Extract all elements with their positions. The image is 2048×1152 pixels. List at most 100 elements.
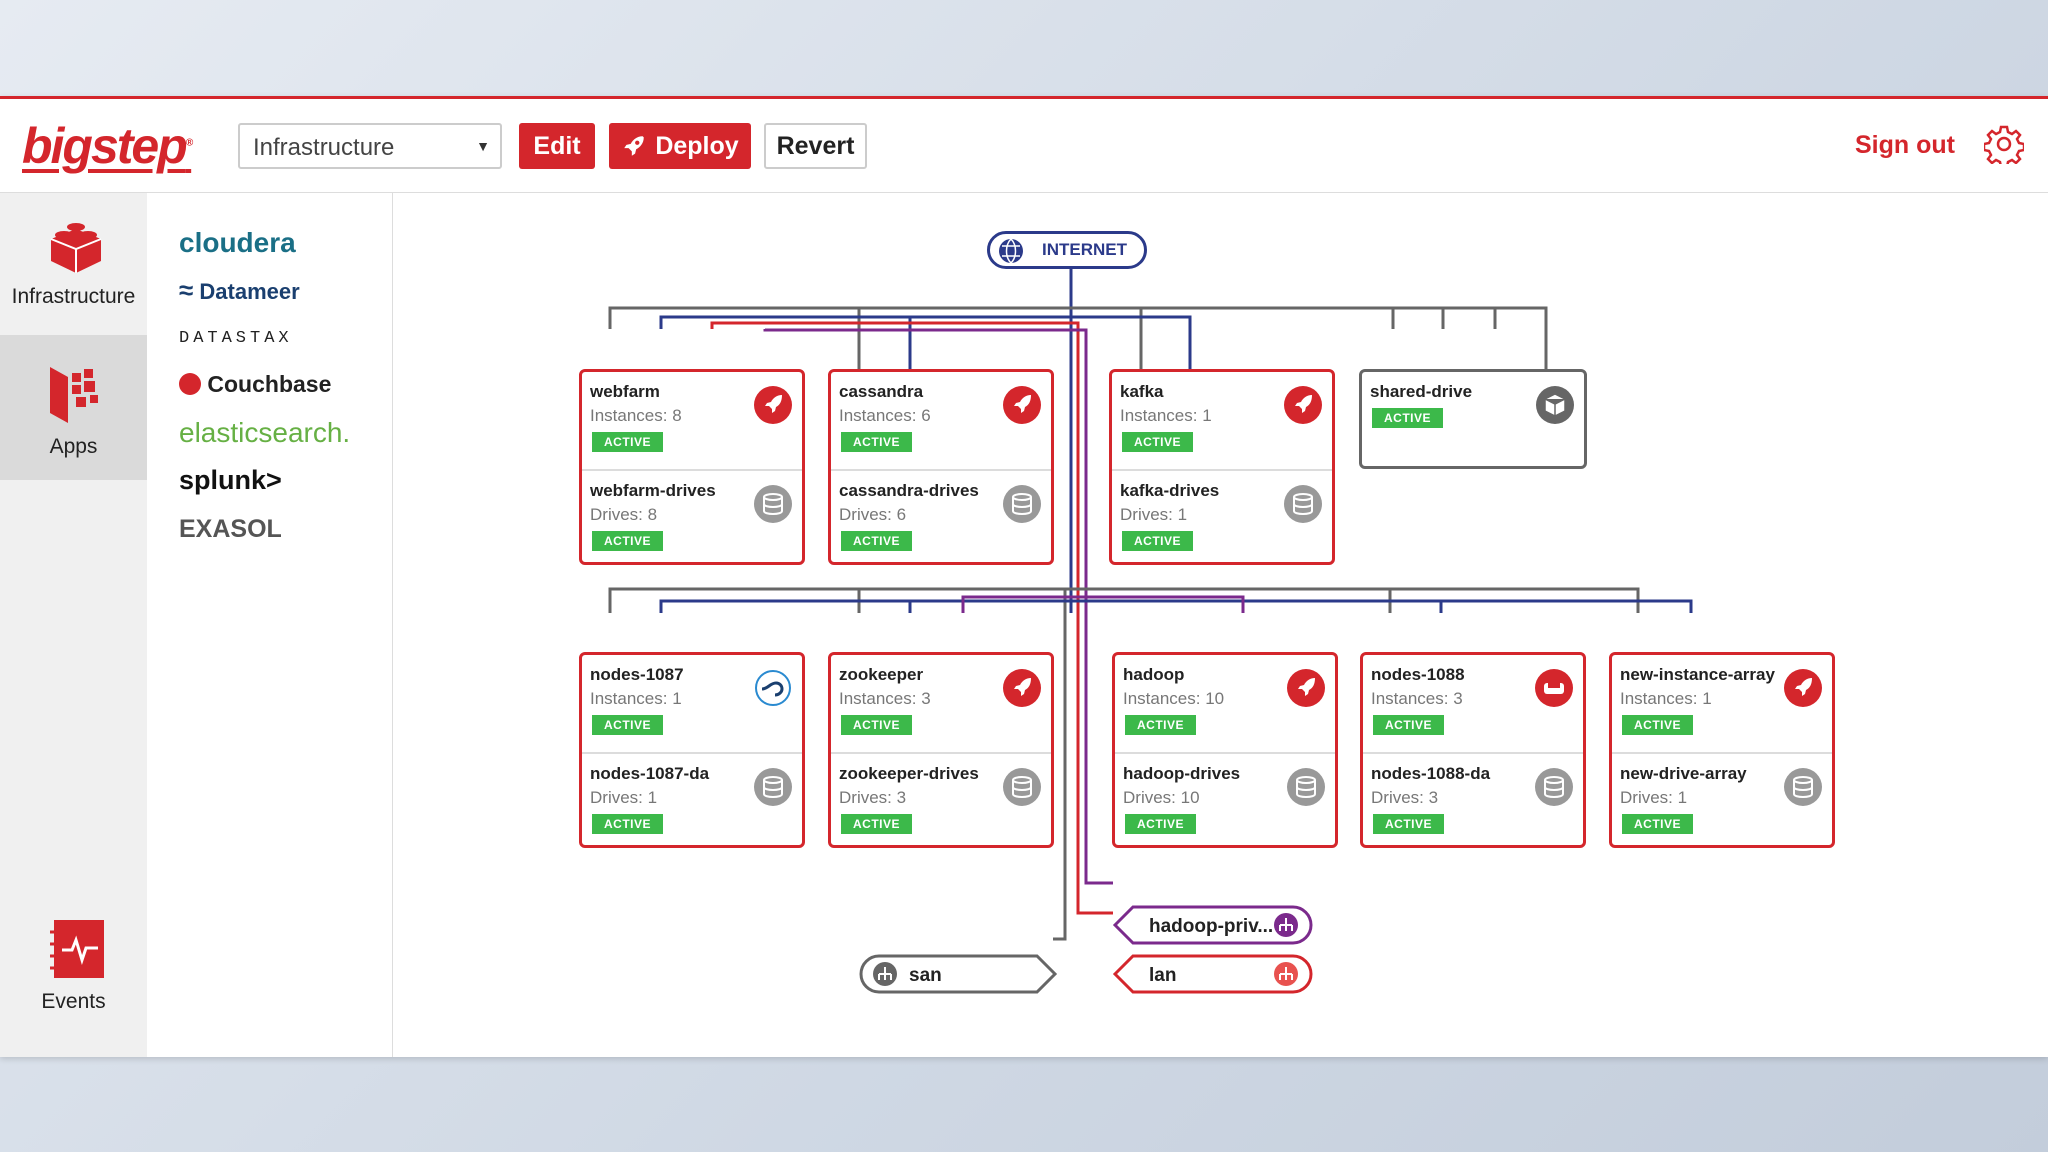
- couchbase-icon: [1535, 669, 1573, 707]
- app-exasol[interactable]: EXASOL: [179, 515, 282, 543]
- lego-brick-icon: [50, 223, 102, 273]
- drive-name: nodes-1088-da: [1371, 764, 1491, 783]
- instance-name: hadoop: [1123, 665, 1185, 684]
- instance-count: Instances: 10: [1123, 689, 1225, 708]
- drive-count: Drives: 8: [590, 505, 658, 524]
- rocket-icon: [1287, 669, 1325, 707]
- drive-count: Drives: 1: [1120, 505, 1188, 524]
- hadoop-priv-label: hadoop-priv...: [1149, 916, 1273, 937]
- app-couchbase-label: Couchbase: [207, 371, 332, 397]
- status-badge: ACTIVE: [1372, 408, 1444, 428]
- instance-count: Instances: 1: [1620, 689, 1712, 708]
- status-badge: ACTIVE: [1373, 814, 1445, 834]
- status-badge: ACTIVE: [592, 814, 664, 834]
- edit-button[interactable]: Edit: [519, 123, 595, 169]
- app-cloudera[interactable]: cloudera: [179, 227, 296, 258]
- datameer-icon: [755, 670, 791, 706]
- database-icon: [1535, 768, 1573, 806]
- instance-name: new-instance-array: [1620, 665, 1775, 684]
- rocket-icon: [1003, 386, 1041, 424]
- status-badge: ACTIVE: [592, 432, 664, 452]
- drive-name: nodes-1087-da: [590, 764, 710, 783]
- revert-button[interactable]: Revert: [764, 123, 867, 169]
- app-elasticsearch[interactable]: elasticsearch.: [179, 417, 351, 448]
- nav-events-label: Events: [41, 990, 106, 1013]
- app-datameer[interactable]: ≈ Datameer: [179, 275, 300, 305]
- drive-count: Drives: 10: [1123, 788, 1200, 807]
- database-icon: [1784, 768, 1822, 806]
- drive-name: zookeeper-drives: [839, 764, 979, 783]
- drive-count: Drives: 6: [839, 505, 907, 524]
- rocket-icon: [624, 136, 645, 156]
- rocket-icon: [1284, 386, 1322, 424]
- status-badge: ACTIVE: [1622, 814, 1694, 834]
- san-network[interactable]: san: [859, 954, 1059, 996]
- events-icon: [50, 920, 104, 978]
- view-select[interactable]: Infrastructure ▼: [238, 123, 502, 169]
- left-nav: Infrastructure Apps Events: [0, 193, 147, 1057]
- instance-name: nodes-1087: [590, 665, 684, 684]
- instance-name: kafka: [1120, 382, 1164, 401]
- nav-apps[interactable]: Apps: [0, 335, 147, 480]
- gear-icon[interactable]: [1984, 124, 2024, 164]
- instance-name: nodes-1088: [1371, 665, 1465, 684]
- status-badge: ACTIVE: [841, 531, 913, 551]
- bigstep-logo[interactable]: bigstep®: [22, 118, 193, 174]
- status-badge: ACTIVE: [1373, 715, 1445, 735]
- status-badge: ACTIVE: [1125, 715, 1197, 735]
- lan-network[interactable]: lan: [1113, 954, 1313, 996]
- nav-events[interactable]: Events: [0, 908, 147, 1053]
- database-icon: [1003, 485, 1041, 523]
- drive-name: hadoop-drives: [1123, 764, 1241, 783]
- instance-count: Instances: 3: [1371, 689, 1463, 708]
- nav-infrastructure-label: Infrastructure: [11, 285, 136, 308]
- status-badge: ACTIVE: [592, 715, 664, 735]
- drive-count: Drives: 3: [1371, 788, 1439, 807]
- view-select-value: Infrastructure: [253, 134, 395, 161]
- shared-drive-node[interactable]: shared-drive ACTIVE: [1359, 369, 1587, 469]
- rocket-icon: [754, 386, 792, 424]
- drive-name: new-drive-array: [1620, 764, 1747, 783]
- status-badge: ACTIVE: [1122, 432, 1194, 452]
- instance-count: Instances: 3: [839, 689, 931, 708]
- sign-out-link[interactable]: Sign out: [1855, 131, 1955, 159]
- status-badge: ACTIVE: [1125, 814, 1197, 834]
- instance-count: Instances: 1: [590, 689, 682, 708]
- database-icon: [1287, 768, 1325, 806]
- deploy-label: Deploy: [655, 131, 739, 160]
- nav-apps-label: Apps: [49, 435, 98, 458]
- database-icon: [1284, 485, 1322, 523]
- nav-infrastructure[interactable]: Infrastructure: [0, 193, 147, 338]
- app-splunk[interactable]: splunk>: [179, 465, 282, 495]
- status-badge: ACTIVE: [841, 715, 913, 735]
- drive-name: webfarm-drives: [590, 481, 716, 500]
- internet-node[interactable]: INTERNET: [987, 231, 1147, 269]
- drive-count: Drives: 1: [1620, 788, 1688, 807]
- shared-drive-name: shared-drive: [1370, 382, 1473, 401]
- deploy-button[interactable]: Deploy: [609, 123, 751, 169]
- hadoop-private-network[interactable]: hadoop-priv...: [1113, 905, 1313, 947]
- app-couchbase[interactable]: Couchbase: [179, 371, 331, 398]
- internet-label: INTERNET: [1042, 240, 1127, 259]
- globe-icon: [999, 238, 1023, 264]
- instance-count: Instances: 1: [1120, 406, 1212, 425]
- apps-list: cloudera ≈ Datameer DATASTAX Couchbase e…: [147, 193, 393, 1057]
- chevron-down-icon: ▼: [476, 138, 490, 154]
- instance-name: zookeeper: [839, 665, 924, 684]
- status-badge: ACTIVE: [841, 432, 913, 452]
- database-icon: [754, 485, 792, 523]
- status-badge: ACTIVE: [1122, 531, 1194, 551]
- connection-lines: [608, 268, 1693, 941]
- top-bar: bigstep® Infrastructure ▼ Edit Deploy Re…: [0, 99, 2048, 193]
- app-datastax[interactable]: DATASTAX: [179, 329, 293, 348]
- database-icon: [1003, 768, 1041, 806]
